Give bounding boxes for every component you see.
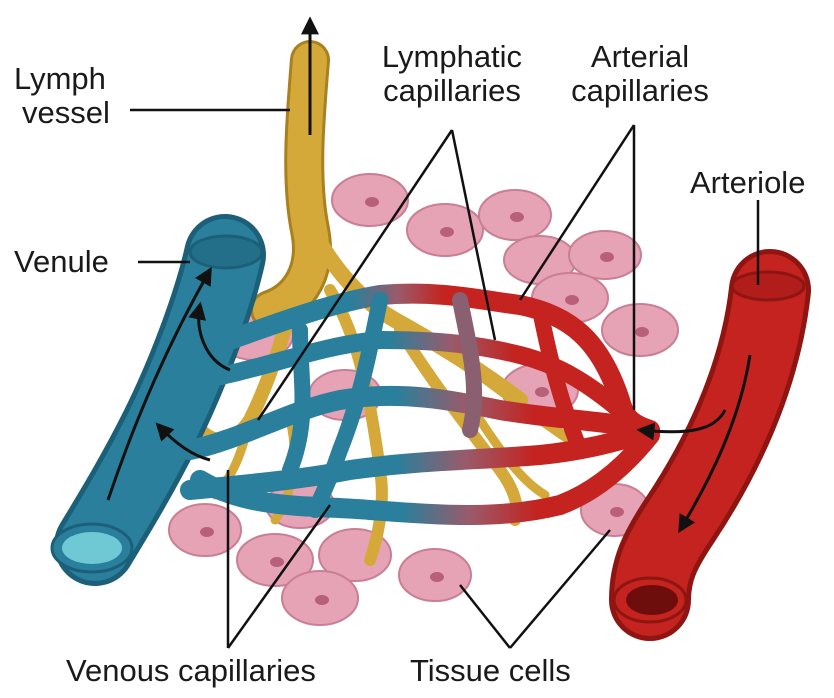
label-lymphatic-capillaries-line2: capillaries (372, 74, 532, 108)
label-arteriole: Arteriole (690, 166, 805, 200)
label-venule: Venule (14, 245, 109, 279)
label-arterial-capillaries-line1: Arterial (560, 40, 720, 74)
leader-tissue-cells-b (510, 530, 610, 648)
label-venous-capillaries: Venous capillaries (66, 654, 316, 688)
label-lymphatic-capillaries: Lymphatic capillaries (372, 40, 532, 108)
label-lymph-vessel: Lymph vessel (14, 62, 110, 130)
label-tissue-cells: Tissue cells (410, 654, 571, 688)
label-lymph-vessel-line2: vessel (14, 96, 110, 130)
label-lymphatic-capillaries-line1: Lymphatic (372, 40, 532, 74)
leader-tissue-cells-a (460, 585, 510, 648)
label-lymph-vessel-line1: Lymph (14, 62, 110, 96)
label-arterial-capillaries: Arterial capillaries (560, 40, 720, 108)
label-arterial-capillaries-line2: capillaries (560, 74, 720, 108)
